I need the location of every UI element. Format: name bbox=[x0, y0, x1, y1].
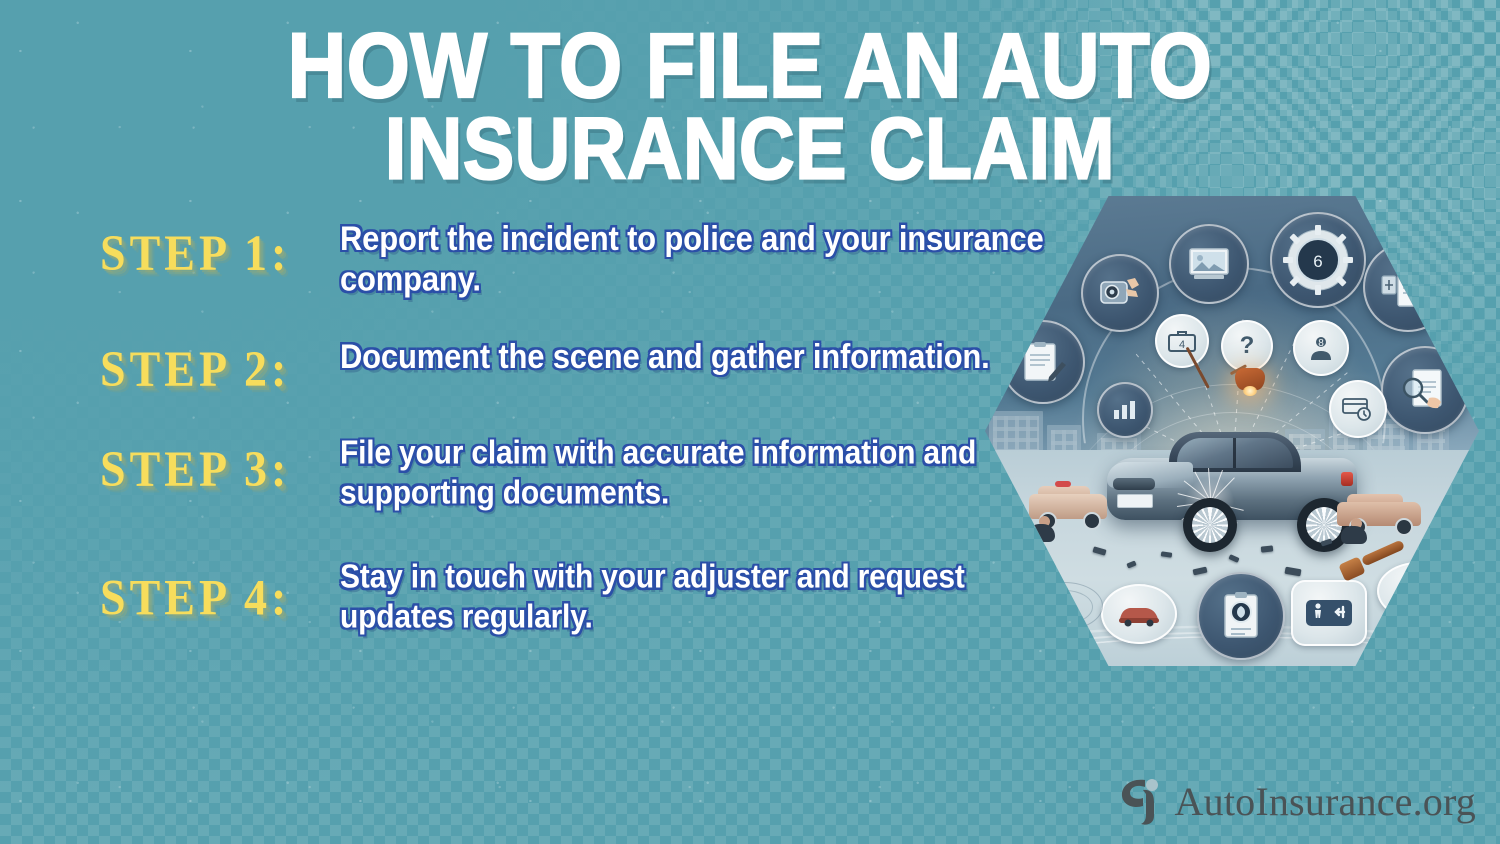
step-description: Document the scene and gather informatio… bbox=[340, 337, 990, 376]
badge-hand-holding-camera-icon bbox=[1081, 254, 1159, 332]
ambulance-light-bar bbox=[1055, 481, 1071, 487]
question-mark-glyph: ? bbox=[1239, 332, 1255, 359]
van-wheel bbox=[1395, 518, 1413, 536]
page-title-line-1: HOW TO FILE AN AUTO bbox=[287, 13, 1213, 118]
badge-pedestrian-sign-icon bbox=[1291, 580, 1367, 646]
steps-list: STEP 1: Report the incident to police an… bbox=[100, 218, 1080, 666]
car-windows bbox=[1177, 438, 1293, 468]
step-item: STEP 2: Document the scene and gather in… bbox=[100, 336, 1080, 394]
badge-clipboard-shield-icon bbox=[1197, 572, 1285, 660]
badge-person-icon: 8 bbox=[1293, 320, 1349, 376]
car-grille bbox=[1113, 478, 1155, 490]
step-label: STEP 4: bbox=[100, 569, 291, 626]
damaged-car bbox=[1107, 432, 1357, 552]
badge-red-car-icon bbox=[1101, 584, 1177, 644]
briefcase-badge-number: 4 bbox=[1179, 339, 1185, 351]
accident-scene-artwork: 6 bbox=[985, 196, 1479, 666]
car-front-wheel bbox=[1183, 498, 1237, 552]
step-label: STEP 3: bbox=[100, 441, 291, 498]
page-title: HOW TO FILE AN AUTO INSURANCE CLAIM bbox=[0, 13, 1500, 198]
step-description: Stay in touch with your adjuster and req… bbox=[340, 559, 965, 636]
brand-logo-text: AutoInsurance.org bbox=[1174, 778, 1476, 824]
step-item: STEP 1: Report the incident to police an… bbox=[100, 218, 1080, 298]
ambulance-wheel bbox=[1083, 512, 1101, 530]
step-label: STEP 2: bbox=[100, 341, 291, 398]
badge-photo-frame-icon bbox=[1169, 224, 1249, 304]
badge-question-mark-icon: ? bbox=[1221, 320, 1273, 372]
lamp-shade bbox=[1235, 368, 1265, 390]
debris-piece bbox=[1260, 545, 1274, 553]
brand-logo[interactable]: AutoInsurance.org bbox=[1119, 776, 1476, 826]
badge-briefcase-icon: 4 bbox=[1155, 314, 1209, 368]
car-license-plate bbox=[1117, 494, 1153, 508]
badge-gear-icon: 6 bbox=[1270, 212, 1366, 308]
person-badge-number: 8 bbox=[1318, 338, 1324, 349]
gear-badge-number: 6 bbox=[1313, 252, 1322, 271]
car-tail-light bbox=[1341, 472, 1353, 486]
ai-monogram-icon bbox=[1119, 776, 1161, 826]
step-item: STEP 3: File your claim with accurate in… bbox=[100, 434, 1080, 511]
ambulance-vehicle bbox=[1029, 481, 1107, 530]
step-label: STEP 1: bbox=[100, 225, 291, 282]
step-item: STEP 4: Stay in touch with your adjuster… bbox=[100, 558, 1080, 635]
lamp-bulb bbox=[1243, 386, 1257, 396]
step-description: Report the incident to police and your i… bbox=[340, 219, 1044, 299]
page-title-line-2: INSURANCE CLAIM bbox=[384, 99, 1116, 198]
badge-card-clock-icon bbox=[1329, 380, 1387, 438]
hexagon-illustration: 6 bbox=[985, 196, 1479, 666]
step-description: File your claim with accurate informatio… bbox=[340, 435, 977, 512]
badge-chart-icon bbox=[1097, 382, 1153, 438]
